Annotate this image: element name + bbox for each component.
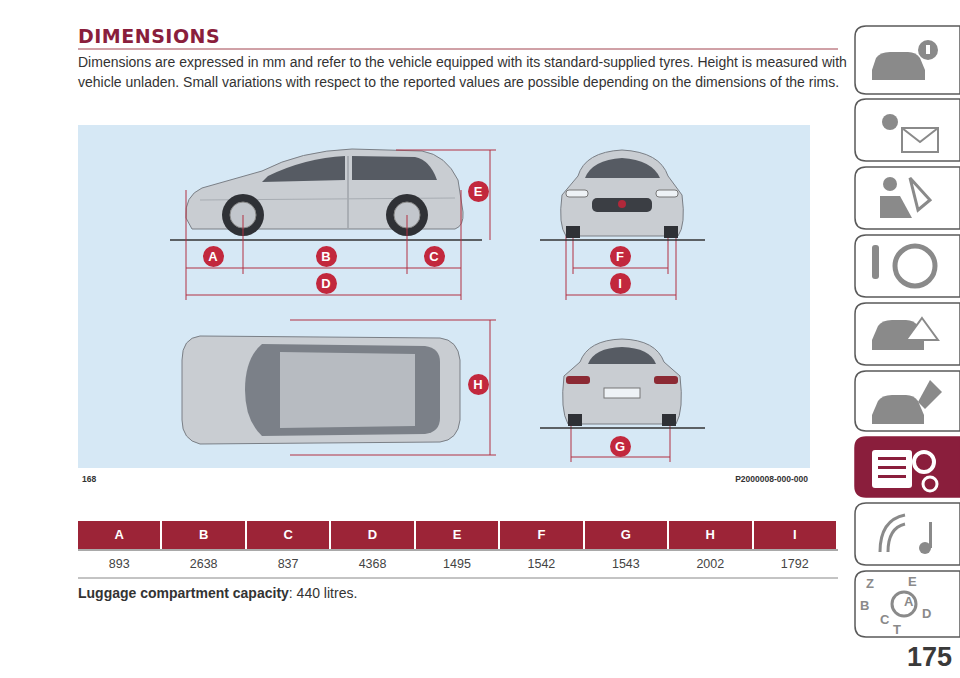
figure-number: 168: [82, 474, 96, 484]
table-value-cell: 1792: [754, 557, 836, 571]
callout-letter: H: [468, 374, 489, 395]
icon-letter: Z: [866, 576, 874, 591]
callout-letter: E: [468, 181, 489, 202]
page-title: DIMENSIONS: [78, 25, 220, 47]
table-value-cell: 1542: [500, 557, 582, 571]
callout-letter: I: [610, 273, 631, 294]
table-header-cell: G: [585, 521, 667, 549]
title-rule: [78, 49, 838, 50]
callout-letter: B: [316, 246, 337, 267]
table-header-cell: F: [500, 521, 582, 549]
callout-letter: D: [316, 273, 337, 294]
top-view-car: [182, 336, 460, 444]
table-value-cell: 4368: [331, 557, 413, 571]
front-view-car: [561, 150, 684, 238]
icon-letter: D: [922, 606, 931, 621]
table-header-cell: H: [669, 521, 751, 549]
callout-letter: C: [424, 246, 445, 267]
rear-view-car: [563, 339, 682, 426]
table-value-cell: 1543: [585, 557, 667, 571]
table-header-cell: I: [754, 521, 836, 549]
spec-name: Luggage compartment capacity: [78, 585, 289, 601]
intro-paragraph: Dimensions are expressed in mm and refer…: [78, 52, 848, 92]
spec-value: : 440 litres.: [289, 585, 357, 601]
icon-letter: T: [893, 622, 901, 637]
table-header-cell: A: [78, 521, 160, 549]
table-value-cell: 1495: [416, 557, 498, 571]
table-value-cell: 2638: [162, 557, 244, 571]
table-header-cell: E: [416, 521, 498, 549]
side-view-car: [186, 149, 463, 236]
table-value-cell: 837: [247, 557, 329, 571]
table-header-cell: B: [162, 521, 244, 549]
callout-letter: G: [610, 436, 631, 457]
table-value-cell: 2002: [669, 557, 751, 571]
icon-letter: B: [860, 598, 869, 613]
table-value-cell: 893: [78, 557, 160, 571]
table-header-cell: D: [331, 521, 413, 549]
icon-letter: C: [880, 612, 889, 627]
callout-letter: A: [203, 246, 224, 267]
callout-letter: F: [610, 246, 631, 267]
figure-code: P2000008-000-000: [735, 474, 808, 484]
icon-letter: E: [908, 574, 917, 589]
icon-letter: A: [904, 594, 913, 609]
tab-icons: [872, 40, 942, 616]
figure-background: [78, 125, 810, 468]
table-header-cell: C: [247, 521, 329, 549]
chapter-tabs: [855, 26, 960, 637]
page-number: 175: [907, 642, 952, 673]
